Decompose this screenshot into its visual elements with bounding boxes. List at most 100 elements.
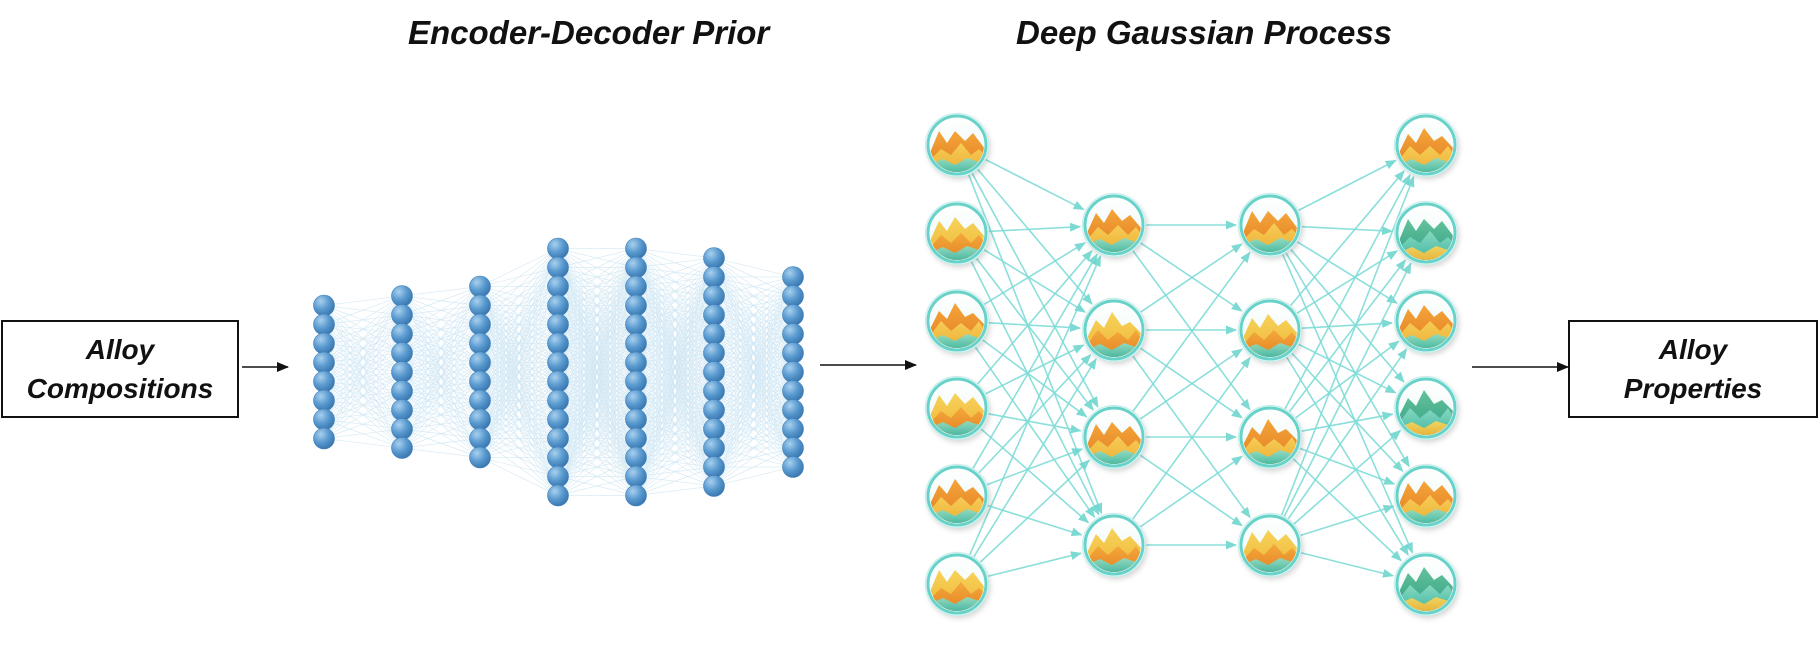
encoder-edge: [635, 257, 715, 496]
deep-gp-edge: [1139, 348, 1243, 420]
deep-gp-edge: [1284, 174, 1411, 410]
encoder-edge: [323, 428, 403, 439]
encoder-edge: [479, 381, 559, 458]
encoder-edge: [323, 295, 403, 382]
encoder-node: [782, 304, 804, 326]
encoder-node: [703, 437, 725, 459]
deep-gp-edge: [1287, 348, 1408, 520]
encoder-node: [782, 418, 804, 440]
encoder-edge: [635, 257, 715, 268]
encoder-edge: [401, 286, 481, 316]
encoder-node: [625, 313, 647, 336]
encoder-edge: [635, 352, 715, 496]
encoder-node: [782, 437, 804, 459]
encoder-edge: [557, 419, 637, 496]
deep-gp-edge: [1132, 356, 1251, 520]
encoder-edge: [557, 400, 637, 496]
deep-gp-edge: [1139, 454, 1243, 527]
input-box-line2: Compositions: [26, 373, 214, 404]
deep-gp-edge: [1300, 551, 1394, 578]
encoder-edge: [401, 286, 481, 354]
encoder-edge: [635, 447, 715, 496]
encoder-node: [703, 456, 725, 478]
encoder-node: [703, 475, 725, 497]
encoder-edge: [713, 428, 794, 487]
encoder-edge: [635, 248, 715, 259]
deep-gp-edge: [1300, 504, 1395, 537]
gp-node-mountain-icon: [924, 288, 990, 354]
encoder-edge: [713, 276, 794, 297]
encoder-edge: [635, 428, 715, 496]
encoder-edge: [713, 390, 794, 487]
encoder-node: [313, 313, 335, 336]
encoder-edge: [479, 457, 559, 496]
encoder-edge: [401, 286, 481, 430]
gp-node-mountain-icon: [924, 112, 990, 178]
encoder-node: [469, 294, 491, 317]
gp-node-mountain-icon: [924, 463, 990, 529]
gp-node-mountain-icon: [1081, 512, 1147, 578]
encoder-edge: [713, 333, 794, 487]
encoder-edge: [557, 286, 637, 496]
deep-gp-edge: [1139, 347, 1243, 419]
encoder-edge: [479, 248, 559, 458]
deep-gp-edge: [978, 353, 1092, 474]
encoder-node: [782, 342, 804, 364]
encoder-node: [703, 380, 725, 402]
encoder-edge: [713, 276, 794, 411]
encoder-edge: [557, 476, 637, 496]
encoder-edge: [557, 343, 637, 496]
deep-gp-edge: [987, 551, 1082, 578]
encoder-edge: [323, 371, 403, 439]
encoder-edge: [401, 286, 481, 335]
encoder-edge: [635, 314, 715, 496]
encoder-edge: [713, 314, 794, 487]
deep-gp-edge: [1285, 252, 1410, 468]
encoder-node: [391, 418, 413, 440]
encoder-edge: [635, 409, 715, 496]
encoder-edge: [401, 286, 481, 411]
gp-node-mountain-icon: [924, 375, 990, 441]
encoder-edge: [479, 248, 559, 420]
encoder-node: [313, 408, 335, 431]
encoder-node: [547, 427, 569, 450]
encoder-node: [469, 446, 491, 469]
deep-gp-edge: [1298, 159, 1397, 212]
encoder-edge: [479, 324, 559, 458]
deep-gp-edge: [1280, 175, 1415, 516]
encoder-edge: [557, 248, 637, 477]
encoder-node: [469, 332, 491, 355]
encoder-edge: [557, 305, 637, 496]
encoder-decoder-edges: [323, 248, 794, 496]
gp-node-mountain-icon: [1393, 463, 1459, 529]
encoder-edge: [557, 248, 637, 496]
encoder-node: [625, 237, 647, 260]
encoder-edge: [635, 466, 715, 496]
output-box-line2: Properties: [1623, 373, 1763, 404]
encoder-edge: [323, 295, 403, 439]
encoder-edge: [635, 485, 715, 496]
encoder-node: [782, 456, 804, 478]
deep-gp-nodes: [924, 112, 1459, 617]
encoder-node: [625, 427, 647, 450]
encoder-node: [782, 323, 804, 345]
encoder-edge: [557, 248, 637, 306]
encoder-node: [547, 294, 569, 317]
encoder-edge: [401, 447, 481, 458]
deep-gp-edge: [974, 346, 1096, 518]
encoder-decoder-title: Encoder-Decoder Prior: [408, 14, 770, 51]
encoder-node: [625, 370, 647, 393]
output-box-line1: Alloy: [1658, 334, 1728, 365]
encoder-edge: [635, 257, 715, 420]
encoder-edge: [401, 362, 481, 449]
encoder-node: [703, 266, 725, 288]
encoder-node: [313, 332, 335, 355]
encoder-node: [547, 389, 569, 412]
gp-node-mountain-icon: [1393, 112, 1459, 178]
encoder-node: [391, 285, 413, 307]
deep-gp-edge: [1132, 251, 1251, 412]
encoder-node: [703, 323, 725, 345]
encoder-edge: [401, 324, 481, 449]
input-box-alloy-compositions: Alloy Compositions: [1, 320, 239, 418]
